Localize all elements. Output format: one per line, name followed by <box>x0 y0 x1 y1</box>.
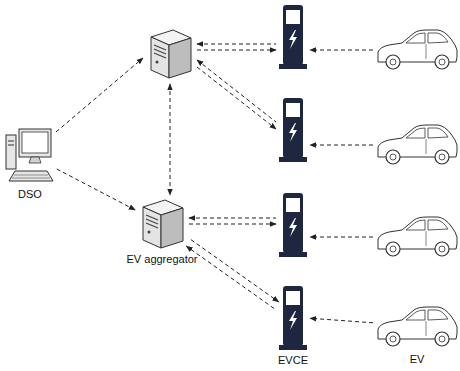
dashed-link <box>189 224 276 225</box>
aggregator-server: EV aggregator <box>137 198 187 250</box>
charger-icon <box>278 190 308 258</box>
dashed-link <box>197 60 276 122</box>
car-icon <box>375 212 459 260</box>
dashed-link <box>197 67 276 129</box>
dashed-link <box>56 58 143 132</box>
node-label: EV aggregator <box>127 253 198 266</box>
node-label: DSO <box>18 188 42 201</box>
charger-icon <box>278 283 308 351</box>
label-holder: EVCE <box>278 354 308 367</box>
server-icon <box>137 198 187 250</box>
dashed-connector <box>186 246 274 308</box>
label-holder: EV <box>410 353 425 366</box>
car-icon <box>375 120 459 168</box>
dashed-link <box>310 145 373 146</box>
dashed-link <box>310 50 373 51</box>
dashed-link <box>310 237 373 238</box>
node-label: EV <box>410 353 425 366</box>
dashed-link <box>170 84 171 195</box>
charger-icon <box>278 95 308 163</box>
server-icon <box>145 28 195 80</box>
car-icon <box>375 25 459 73</box>
node-label: EVCE <box>278 354 308 367</box>
dso-computer: DSO <box>5 125 55 185</box>
electric-vehicle: EV <box>375 302 459 350</box>
label-holder: EV aggregator <box>127 253 198 266</box>
dashed-link <box>189 218 276 219</box>
label-holder: DSO <box>18 188 42 201</box>
dashed-connector <box>310 318 373 323</box>
dashed-connector <box>191 240 279 302</box>
computer-icon <box>5 125 55 185</box>
charger-icon <box>278 2 308 70</box>
charging-station: EVCE <box>278 283 308 351</box>
car-icon <box>375 302 459 350</box>
dashed-link <box>197 50 276 51</box>
dashed-connector <box>57 169 135 210</box>
dashed-link <box>197 44 276 45</box>
